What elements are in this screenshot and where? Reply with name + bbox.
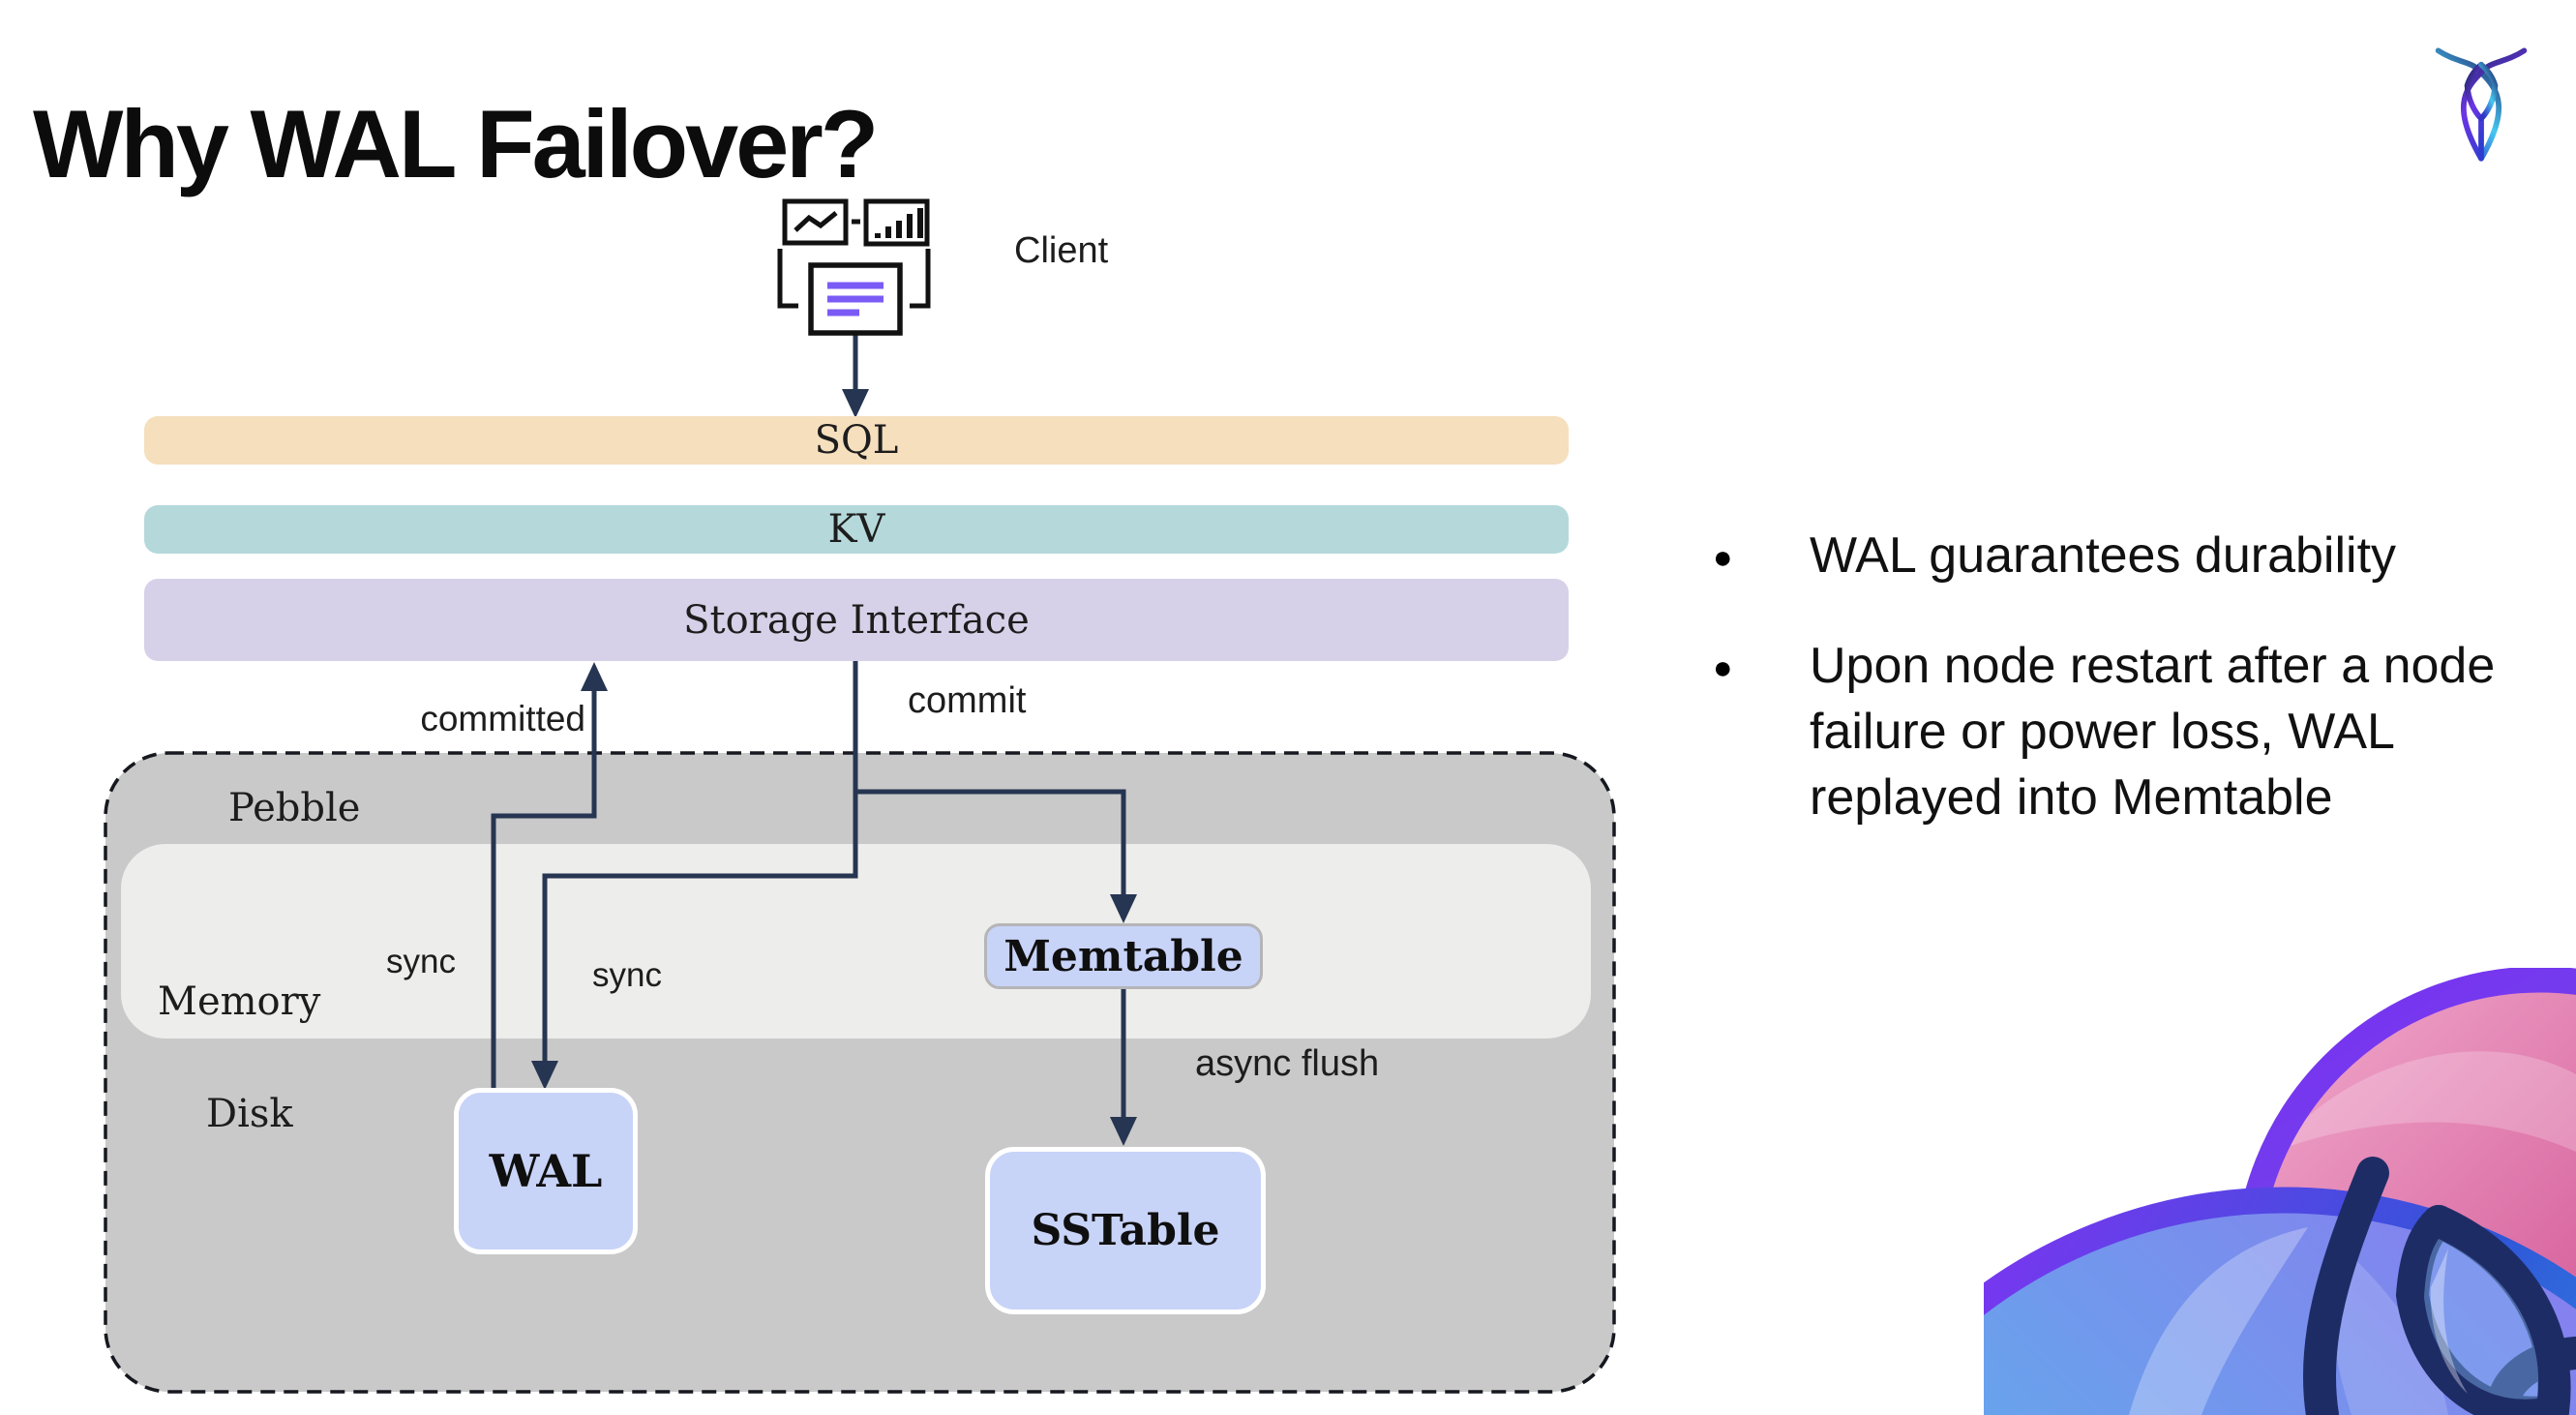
bullet-item: ● Upon node restart after a node failure… [1713,633,2564,830]
arrow-committed [491,689,597,1088]
layer-bar-sql: SQL [144,416,1569,465]
client-label: Client [1014,230,1109,271]
layer-bar-sql-label: SQL [814,418,899,463]
layer-bar-storage-label: Storage Interface [683,597,1030,643]
layer-bar-kv: KV [144,505,1569,554]
bullet-dot-icon: ● [1713,649,1733,686]
bullet-text: WAL guarantees durability [1810,527,2397,584]
node-sstable: SSTable [985,1147,1266,1314]
bullet-text: Upon node restart after a node failure o… [1810,638,2496,826]
node-sstable-label: SSTable [1031,1206,1220,1255]
memory-label: Memory [158,979,321,1024]
edge-label-sync-right: sync [592,956,662,994]
layer-bar-storage-interface: Storage Interface [144,579,1569,661]
node-memtable-label: Memtable [1003,931,1243,981]
arrow-lines [491,334,1126,1119]
client-devices-icon [777,198,931,336]
memory-band [121,844,1591,1039]
bullet-list: ● WAL guarantees durability ● Upon node … [1713,523,2564,830]
bullet-item: ● WAL guarantees durability [1713,523,2564,590]
arrow-heads [531,389,1137,1146]
page-title: Why WAL Failover? [33,90,879,198]
brand-art [1984,968,2576,1415]
pebble-label: Pebble [228,786,361,830]
edge-label-commit: commit [908,680,1027,721]
node-wal-label: WAL [489,1145,603,1197]
disk-label: Disk [206,1092,293,1136]
node-memtable: Memtable [984,923,1263,989]
brand-art-graphic [1984,968,2576,1415]
edge-label-committed: committed [420,699,585,738]
cockroachdb-logo [2431,39,2531,166]
bullet-dot-icon: ● [1713,539,1733,576]
node-wal: WAL [454,1088,638,1254]
edge-label-sync-left: sync [386,943,456,980]
client-icon [774,194,934,348]
edge-label-async-flush: async flush [1195,1043,1380,1084]
arrow-commit-to-memtable [855,789,1126,896]
arrow-commit-to-wal [542,661,858,1063]
layer-bar-kv-label: KV [827,507,885,552]
cockroachdb-logo-icon [2435,47,2528,162]
